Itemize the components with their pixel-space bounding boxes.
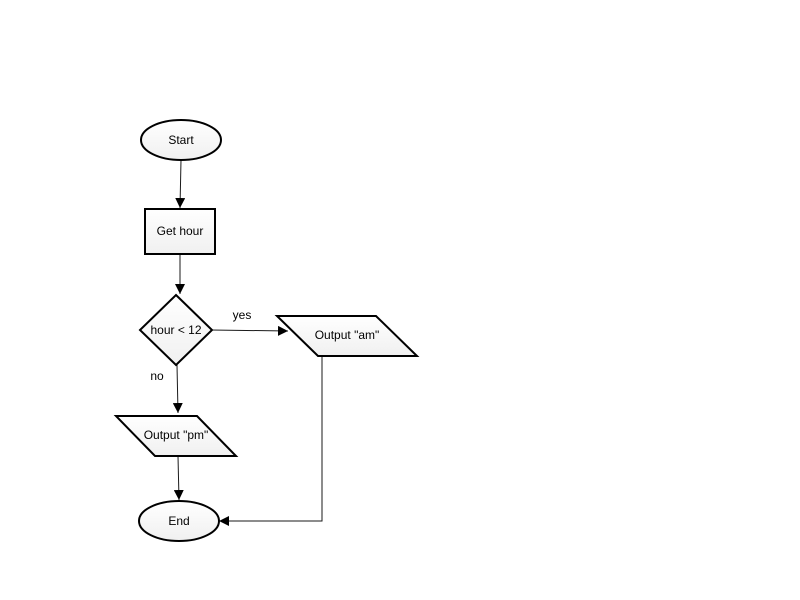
get-hour-node-label: Get hour [157, 224, 204, 238]
get-hour-node: Get hour [144, 208, 216, 255]
output-pm-node-label: Output "pm" [144, 428, 209, 442]
edge-label-no: no [150, 369, 164, 383]
start-node-label: Start [168, 133, 194, 147]
decision-node-label: hour < 12 [150, 323, 201, 337]
end-node: End [138, 500, 220, 542]
edge-output-am-to-end [219, 356, 323, 526]
end-node-label: End [168, 514, 189, 528]
output-am-node-label: Output "am" [315, 328, 380, 342]
edge-decision-to-output-pm [172, 364, 183, 414]
decision-node: hour < 12 [138, 293, 214, 367]
decision-node-shape [138, 293, 214, 367]
output-pm-node-shape [113, 415, 239, 457]
end-node-shape [138, 500, 220, 542]
get-hour-node-shape [144, 208, 216, 255]
start-node-shape [140, 119, 222, 161]
start-node: Start [140, 119, 222, 161]
edge-start-to-get-hour [175, 159, 186, 209]
output-pm-node: Output "pm" [113, 415, 239, 457]
output-am-node-shape [274, 315, 420, 357]
output-am-node: Output "am" [274, 315, 420, 357]
edge-output-pm-to-end [173, 455, 184, 501]
edge-decision-to-output-am [210, 325, 289, 336]
edge-label-yes: yes [233, 308, 252, 322]
